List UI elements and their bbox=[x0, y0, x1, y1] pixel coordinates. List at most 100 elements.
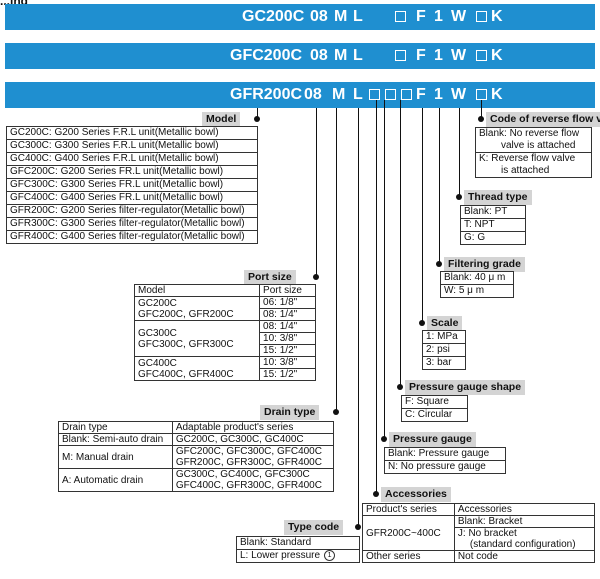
type-code-title: Type code bbox=[284, 520, 344, 535]
drain-type-cell: GC200C, GC300C, GC400C bbox=[171, 433, 335, 446]
accessories-other-value: Not code bbox=[453, 550, 596, 563]
model-item: GFR400C: G400 Series filter-regulator(Me… bbox=[7, 230, 257, 243]
leader-port-size bbox=[316, 108, 317, 278]
scale-item: 3: bar bbox=[423, 356, 465, 369]
leader-pressure-gauge bbox=[384, 100, 385, 439]
code-thread-1: W bbox=[451, 8, 467, 25]
thread-type-item: T: NPT bbox=[461, 218, 525, 231]
code-slot-1-a bbox=[395, 11, 406, 22]
code-gauge-1: F bbox=[416, 8, 426, 25]
model-item: GFC300C: G300 Series FR.L unit(Metallic … bbox=[7, 178, 257, 191]
filtering-grade-list: Blank: 40 μ m W: 5 μ m bbox=[440, 271, 514, 298]
gauge-shape-title: Pressure gauge shape bbox=[405, 380, 526, 395]
port-size-cell: 08: 1/4" bbox=[259, 320, 316, 333]
code-port-2: 08 bbox=[310, 47, 328, 64]
scale-item: 1: MPa bbox=[426, 331, 458, 342]
pressure-gauge-title: Pressure gauge bbox=[389, 432, 476, 447]
code-scale-3: M bbox=[332, 86, 346, 103]
scale-dot bbox=[419, 320, 425, 326]
port-size-cell: 15: 1/2" bbox=[259, 344, 316, 357]
model-item: GC400C: G400 Series F.R.L unit(Metallic … bbox=[7, 152, 257, 165]
accessories-cell: J: No bracket(standard configuration) bbox=[453, 527, 596, 551]
scale-list: 1: MPa 2: psi 3: bar bbox=[422, 330, 466, 370]
code-model-1: GC200C bbox=[242, 8, 305, 25]
code-slot-3-d bbox=[476, 89, 487, 100]
leader-scale bbox=[422, 108, 423, 325]
code-model-3: GFR200C bbox=[230, 86, 303, 103]
pressure-gauge-item: Blank: Pressure gauge bbox=[388, 448, 490, 459]
code-gauge-3: F bbox=[416, 86, 426, 103]
code-slot-3-c bbox=[401, 89, 412, 100]
code-thread-3: W bbox=[451, 86, 467, 103]
code-reverse-1: K bbox=[491, 8, 503, 25]
leader-reverse-valve bbox=[481, 100, 482, 120]
code-slot-2-a bbox=[395, 50, 406, 61]
accessories-dot bbox=[373, 491, 379, 497]
drain-type-col-type: Drain type bbox=[58, 421, 173, 434]
model-list: GC200C: G200 Series F.R.L unit(Metallic … bbox=[6, 126, 258, 244]
gauge-shape-dot bbox=[397, 384, 403, 390]
note-mark-icon: 1 bbox=[324, 550, 336, 561]
thread-type-list: Blank: PT T: NPT G: G bbox=[460, 205, 526, 245]
filtering-grade-item: W: 5 μ m bbox=[441, 284, 513, 297]
code-bar-2 bbox=[5, 43, 595, 69]
code-model-2: GFC200C bbox=[230, 47, 303, 64]
thread-type-item: Blank: PT bbox=[464, 206, 508, 217]
code-slot-3-b bbox=[385, 89, 396, 100]
code-grade-2: 1 bbox=[434, 47, 443, 64]
code-pressure-2: L bbox=[353, 47, 363, 64]
type-code-dot bbox=[355, 524, 361, 530]
drain-type-dot bbox=[333, 409, 339, 415]
gauge-shape-item: C: Circular bbox=[402, 408, 467, 421]
leader-accessories bbox=[376, 100, 377, 495]
code-gauge-2: F bbox=[416, 47, 426, 64]
filtering-grade-item: Blank: 40 μ m bbox=[444, 272, 506, 283]
port-size-cell: 15: 1/2" bbox=[259, 368, 316, 381]
model-item: GFR300C: G300 Series filter-regulator(Me… bbox=[7, 217, 257, 230]
model-item: GFR200C: G200 Series filter-regulator(Me… bbox=[7, 204, 257, 217]
model-title: Model bbox=[202, 112, 241, 127]
scale-title: Scale bbox=[427, 316, 463, 331]
code-thread-2: W bbox=[451, 47, 467, 64]
pressure-gauge-dot bbox=[381, 436, 387, 442]
port-size-cell: 08: 1/4" bbox=[259, 308, 316, 321]
accessories-col-series: Product's series bbox=[362, 503, 455, 516]
code-grade-3: 1 bbox=[434, 86, 443, 103]
thread-type-item: G: G bbox=[461, 231, 525, 244]
code-slot-3-a bbox=[369, 89, 380, 100]
drain-type-title: Drain type bbox=[260, 405, 320, 420]
thread-type-title: Thread type bbox=[464, 190, 532, 205]
code-bar-3 bbox=[5, 82, 595, 108]
leader-filtering-grade bbox=[439, 108, 440, 264]
port-size-col-model: Model bbox=[133, 284, 261, 297]
pressure-gauge-item: N: No pressure gauge bbox=[385, 460, 505, 473]
port-size-cell: 10: 3/8" bbox=[259, 332, 316, 345]
model-item: GC200C: G200 Series F.R.L unit(Metallic … bbox=[10, 127, 219, 138]
accessories-group-series: GFR200C~400C bbox=[362, 515, 455, 551]
code-port-3: 08 bbox=[304, 86, 322, 103]
code-slot-1-b bbox=[476, 11, 487, 22]
gauge-shape-list: F: Square C: Circular bbox=[401, 395, 468, 422]
accessories-cell: Blank: Bracket bbox=[453, 515, 596, 528]
port-size-dot bbox=[313, 274, 319, 280]
drain-type-cell: M: Manual drain bbox=[58, 445, 173, 469]
type-code-item: Blank: Standard bbox=[240, 537, 312, 548]
model-item: GFC200C: G200 Series FR.L unit(Metallic … bbox=[7, 165, 257, 178]
code-pressure-1: L bbox=[353, 8, 363, 25]
drain-type-cell: Blank: Semi-auto drain bbox=[58, 433, 173, 446]
model-item: GC300C: G300 Series F.R.L unit(Metallic … bbox=[7, 139, 257, 152]
code-grade-1: 1 bbox=[434, 8, 443, 25]
leader-type-code bbox=[358, 108, 359, 528]
leader-gauge-shape bbox=[400, 100, 401, 387]
accessories-other-series: Other series bbox=[362, 550, 455, 563]
accessories-col-value: Accessories bbox=[453, 503, 596, 516]
